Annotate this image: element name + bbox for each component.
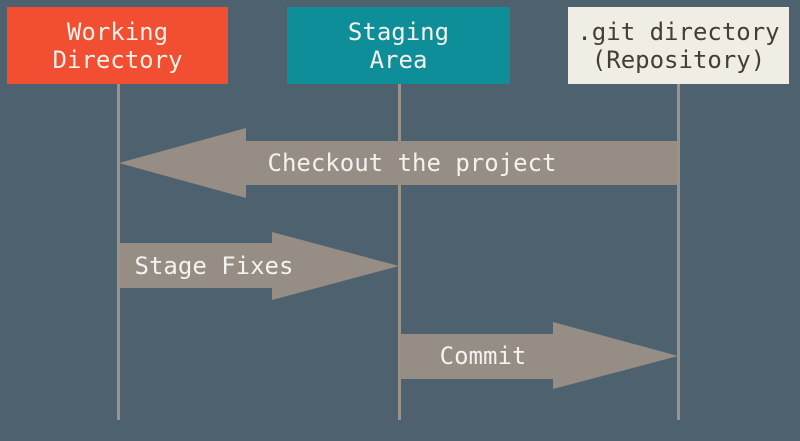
box-label-line: Working — [66, 17, 169, 46]
box-label-line: Directory — [52, 45, 183, 74]
stage-fixes-arrow-label: Stage Fixes — [134, 252, 294, 280]
checkout-arrow-label: Checkout the project — [267, 149, 557, 177]
box-git-directory: .git directory (Repository) — [568, 7, 789, 84]
box-staging-area: Staging Area — [287, 7, 510, 84]
commit-arrow-label: Commit — [439, 342, 527, 370]
box-label-line: .git directory — [577, 17, 780, 46]
commit-arrow — [400, 322, 678, 389]
box-working-directory: Working Directory — [7, 7, 228, 84]
box-label-line: Area — [369, 45, 428, 74]
box-label-line: (Repository) — [591, 45, 766, 74]
stage-fixes-arrow — [120, 232, 399, 300]
checkout-arrow — [119, 128, 677, 198]
box-label-line: Staging — [347, 17, 450, 46]
